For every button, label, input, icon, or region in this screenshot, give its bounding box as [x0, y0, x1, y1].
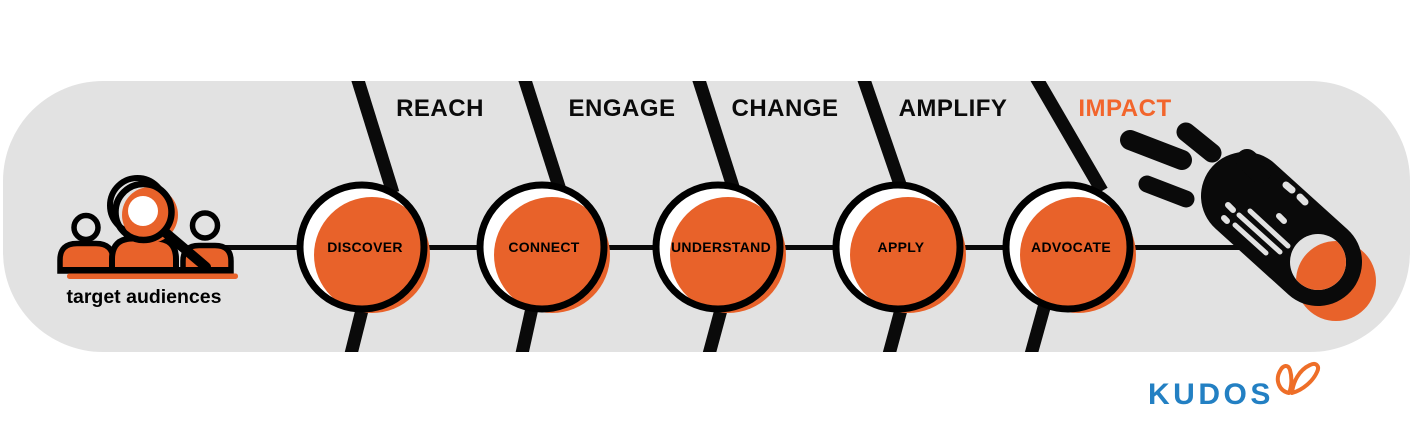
separator-top-1: [349, 81, 400, 195]
journey-step-circles: DISCOVER CONNECT UNDERSTAND APPLY ADVOCA…: [296, 181, 1136, 313]
comet-speed-lines: [1221, 181, 1309, 256]
people-with-magnifier-icon: [57, 175, 238, 279]
phase-label-amplify: AMPLIFY: [899, 95, 1008, 122]
step-circle-orange: [670, 197, 786, 313]
step-circle-orange: [850, 197, 966, 313]
step-circle-advocate: ADVOCATE: [1002, 181, 1136, 313]
phase-label-impact: IMPACT: [1078, 95, 1171, 122]
separator-top-4: [855, 81, 910, 196]
comet-trail-top: [1176, 122, 1222, 163]
step-circle-connect: CONNECT: [476, 181, 610, 313]
step-label-discover: DISCOVER: [327, 239, 403, 255]
step-circle-ring: [476, 181, 608, 313]
left-person-head: [71, 212, 101, 243]
butterfly-icon: [1275, 361, 1321, 395]
magnifier-lens-highlight: [128, 196, 158, 226]
separator-top-3: [690, 81, 742, 195]
step-circle-orange: [1020, 197, 1136, 313]
stage-separator-lines: [343, 81, 1108, 352]
comet-trail-bottom: [1138, 175, 1195, 208]
step-circle-discover: DISCOVER: [296, 181, 430, 313]
step-label-advocate: ADVOCATE: [1031, 239, 1111, 255]
comet-trail-middle: [1120, 130, 1192, 170]
target-audiences-label: target audiences: [67, 286, 222, 308]
magnifier-handle: [161, 228, 211, 272]
step-circle-ring: [832, 181, 964, 313]
step-circle-apply: APPLY: [832, 181, 966, 313]
step-circle-ring: [1002, 181, 1134, 313]
center-person-shoulders: [109, 235, 179, 274]
separator-bottom-1: [343, 304, 370, 352]
audience-baseline-bar: [58, 267, 233, 274]
separator-bottom-2: [514, 306, 539, 352]
step-circle-orange: [494, 197, 610, 313]
audience-baseline-shadow: [67, 273, 238, 279]
separator-bottom-4: [881, 304, 909, 352]
kudos-logo: KUDOS: [1148, 361, 1321, 411]
phase-label-reach: REACH: [396, 95, 484, 122]
step-label-connect: CONNECT: [508, 239, 579, 255]
left-person-shoulders: [57, 240, 116, 274]
separator-bottom-5: [1023, 302, 1052, 352]
separator-bottom-3: [701, 304, 729, 352]
step-label-understand: UNDERSTAND: [671, 239, 771, 255]
comet-icon: [1120, 122, 1376, 321]
step-circle-orange: [314, 197, 430, 313]
separator-top-2: [516, 81, 568, 195]
step-circle-ring: [652, 181, 784, 313]
kudos-logo-text: KUDOS: [1148, 378, 1274, 411]
magnifier-ring: [112, 180, 175, 244]
step-label-apply: APPLY: [878, 239, 925, 255]
step-circle-understand: UNDERSTAND: [652, 181, 786, 313]
separator-top-5: [1028, 81, 1108, 195]
phase-label-change: CHANGE: [731, 95, 838, 122]
phase-label-engage: ENGAGE: [568, 95, 675, 122]
step-circle-ring: [296, 181, 428, 313]
comet-head-orange-inner: [1296, 241, 1346, 290]
right-person-head: [189, 210, 221, 241]
